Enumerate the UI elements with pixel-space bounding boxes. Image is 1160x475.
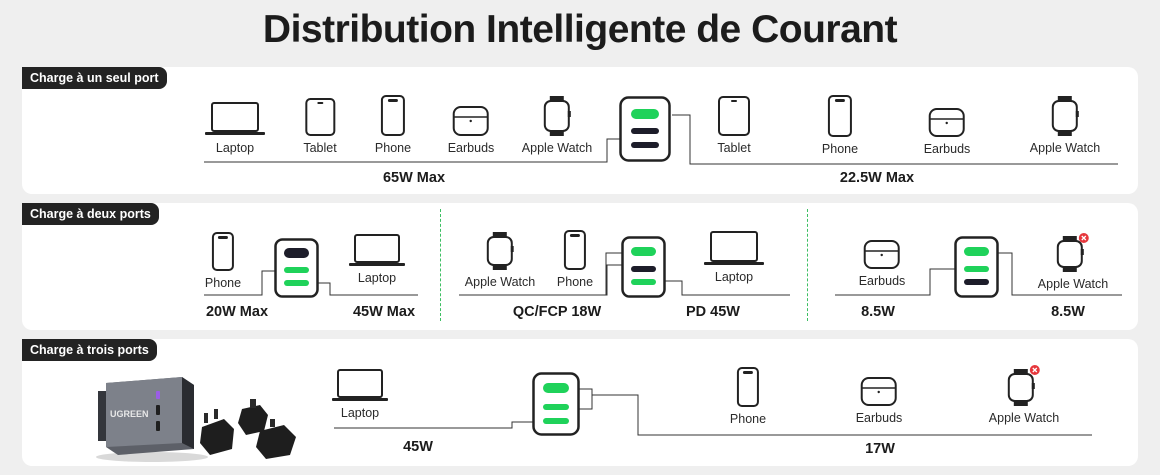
device-earbuds: Earbuds [855, 376, 903, 425]
earbuds-icon [861, 377, 897, 406]
device-label: Phone [204, 276, 242, 290]
device-apple-watch: Apple Watch [522, 95, 592, 155]
device-earbuds: Earbuds [923, 107, 971, 156]
phone-icon [212, 232, 234, 271]
device-apple-watch: Apple Watch [1038, 233, 1108, 291]
device-label: Phone [556, 275, 594, 289]
watt-label: PD 45W [686, 304, 740, 320]
earbuds-icon [453, 106, 489, 136]
device-laptop: Laptop [204, 101, 266, 155]
device-label: Tablet [303, 141, 337, 155]
device-phone: Phone [557, 229, 593, 289]
connection-lines [334, 388, 1092, 436]
device-label: Apple Watch [521, 141, 593, 155]
section-tag: Charge à trois ports [22, 339, 157, 361]
device-label: Earbuds [855, 411, 903, 425]
brand-logo: UGREEN [110, 409, 149, 419]
watt-label: 8.5W [861, 304, 895, 320]
apple-watch-icon [544, 96, 571, 136]
device-label: Phone [374, 141, 412, 155]
device-phone: Phone [730, 366, 766, 426]
apple-watch-icon [1057, 233, 1089, 272]
laptop-icon [205, 102, 265, 135]
watt-label: QC/FCP 18W [512, 304, 602, 320]
charger-icon [274, 238, 319, 298]
device-phone: Phone [822, 94, 858, 156]
three-ports-panel: UGREEN Laptop Phone Earbuds Apple Watch … [22, 339, 1138, 466]
device-label: Earbuds [447, 141, 495, 155]
tablet-icon [304, 98, 335, 136]
phone-icon [564, 230, 586, 270]
device-apple-watch: Apple Watch [1030, 95, 1100, 155]
charger-product-image: UGREEN [96, 377, 296, 462]
connection-lines [204, 252, 1122, 296]
watt-label: 45W [403, 439, 433, 455]
watt-label: 22.5W Max [839, 170, 915, 186]
earbuds-icon [929, 108, 965, 137]
device-phone: Phone [205, 231, 241, 290]
connection-lines [204, 114, 1118, 165]
separator [807, 209, 808, 321]
device-label: Phone [821, 142, 859, 156]
device-laptop: Laptop [348, 233, 406, 285]
device-label: Laptop [215, 141, 255, 155]
device-label: Laptop [340, 406, 380, 420]
device-label: Earbuds [923, 142, 971, 156]
device-tablet: Tablet [303, 97, 337, 155]
apple-watch-icon [1052, 96, 1079, 136]
laptop-icon [349, 234, 405, 266]
device-label: Laptop [714, 270, 754, 284]
device-laptop: Laptop [703, 230, 765, 284]
section-tag: Charge à un seul port [22, 67, 167, 89]
device-label: Apple Watch [1029, 141, 1101, 155]
earbuds-icon [864, 240, 900, 269]
laptop-icon [704, 231, 764, 265]
watt-label: 65W Max [382, 170, 446, 186]
device-earbuds: Earbuds [447, 105, 495, 155]
laptop-icon [332, 369, 388, 401]
device-phone: Phone [375, 94, 411, 155]
device-earbuds: Earbuds [858, 239, 906, 288]
phone-icon [381, 95, 405, 136]
page-title: Distribution Intelligente de Courant [262, 8, 898, 51]
device-label: Phone [729, 412, 767, 426]
device-label: Earbuds [858, 274, 906, 288]
watt-label: 20W Max [205, 304, 269, 320]
phone-icon [828, 95, 852, 137]
single-port-panel: Laptop Tablet Phone Earbuds Apple Watch … [22, 67, 1138, 194]
device-label: Apple Watch [988, 411, 1060, 425]
watt-label: 45W Max [352, 304, 416, 320]
device-tablet: Tablet [717, 95, 751, 155]
device-label: Tablet [717, 141, 751, 155]
device-apple-watch: Apple Watch [465, 231, 535, 289]
apple-watch-icon [487, 232, 514, 270]
device-label: Laptop [357, 271, 397, 285]
device-label: Apple Watch [1037, 277, 1109, 291]
charger-icon [621, 236, 666, 298]
phone-icon [737, 367, 759, 407]
watt-label: 8.5W [1051, 304, 1085, 320]
charger-icon [619, 96, 671, 162]
device-label: Apple Watch [464, 275, 536, 289]
apple-watch-icon [1008, 365, 1040, 406]
charger-icon [532, 372, 580, 436]
charger-icon [954, 236, 999, 298]
tablet-icon [718, 96, 750, 136]
separator [440, 209, 441, 321]
section-tag: Charge à deux ports [22, 203, 159, 225]
device-laptop: Laptop [331, 368, 389, 420]
watt-label: 17W [865, 441, 895, 457]
device-apple-watch: Apple Watch [989, 365, 1059, 425]
two-ports-panel: Phone Laptop 20W Max 45W Max Apple Watch… [22, 203, 1138, 330]
